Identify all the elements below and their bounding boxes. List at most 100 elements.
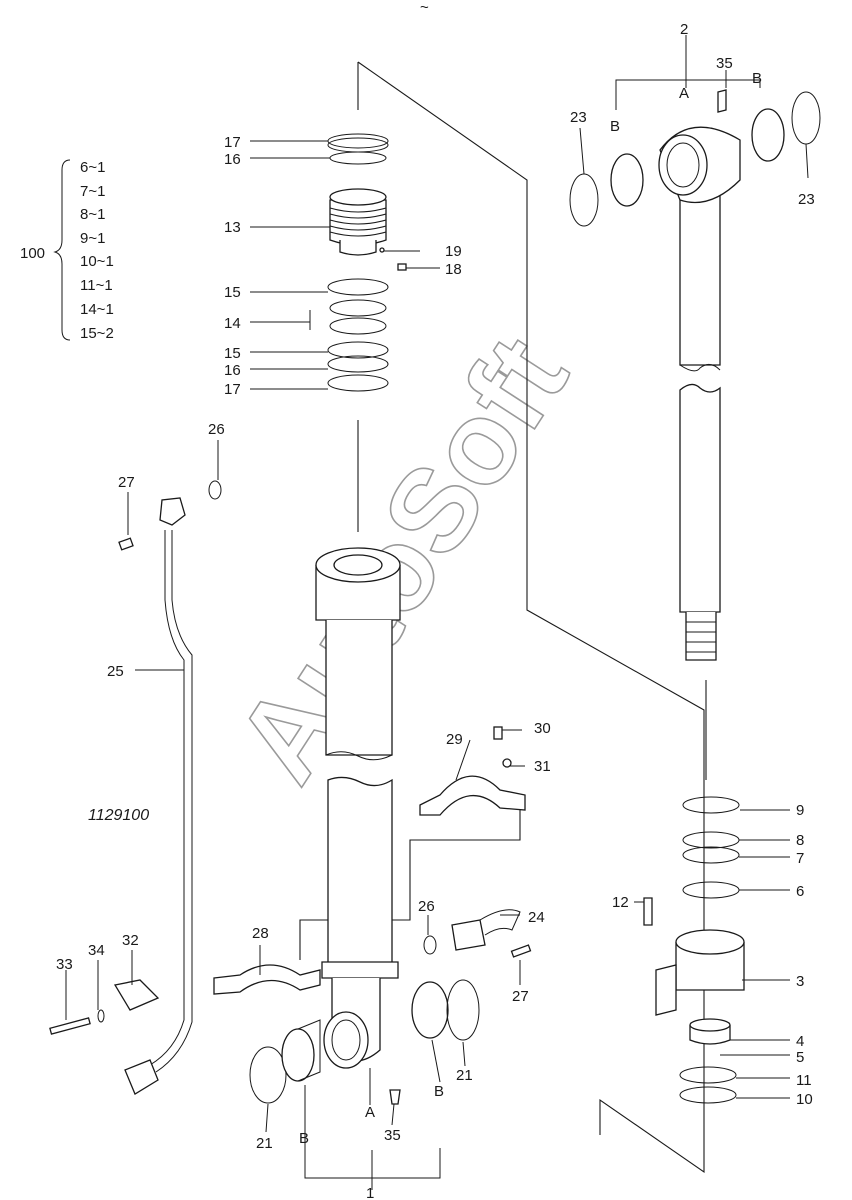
tube-bore [333,554,383,576]
bushing-B-upper-left [610,153,644,207]
pipe-clamp-top [159,497,186,526]
label-B: B [610,118,620,135]
bushing-4-top [689,1018,731,1032]
bolt-12 [643,897,653,926]
washer-34 [97,1009,105,1023]
label-26: 26 [418,898,435,915]
ring-6 [682,881,740,899]
label-9: 9 [796,802,804,819]
label-16: 16 [224,362,241,379]
label-13: 13 [224,219,241,236]
label-17: 17 [224,381,241,398]
oring-26-top [208,480,222,500]
piston-grooves [329,207,387,237]
label-15: 15 [224,284,241,301]
ring-15-bottom [327,341,389,359]
bushing-B-left [281,1028,315,1082]
label-14: 14 [224,315,241,332]
label-31: 31 [534,758,551,775]
label-29: 29 [446,731,463,748]
label-A: A [365,1104,375,1121]
pipe-fitting-bottom [124,1059,159,1095]
flange-24-pipe [479,909,521,936]
ring-16-bottom [327,355,389,373]
lower-bushings [249,979,480,1104]
band-28 [213,964,321,995]
label-23: 23 [798,191,815,208]
pipe-25 [149,530,185,1066]
label-32: 32 [122,932,139,949]
bushing-B-right [411,981,449,1039]
label-3: 3 [796,973,804,990]
label-8: 8 [796,832,804,849]
label-1: 1 [366,1185,374,1200]
top-mark: ~ [420,0,429,16]
tube-collar [321,961,399,979]
ring-11 [679,1066,737,1084]
kit-list: 100 6~1 7~1 8~1 9~1 10~1 11~1 14~1 15~2 [20,159,114,342]
seal-21-right [446,979,480,1041]
cylinder-tube [315,547,401,1105]
ring-15-top [327,278,389,296]
kit-brace [53,159,71,341]
foot-eye-bore [331,1019,361,1061]
bushing-B-upper-right [751,108,785,162]
band-29 [419,775,526,816]
label-21: 21 [456,1067,473,1084]
label-A: A [679,85,689,102]
label-17: 17 [224,134,241,151]
assembly-axis-line [357,61,705,1174]
kit-item: 6~1 [80,159,105,176]
label-25: 25 [107,663,124,680]
label-5: 5 [796,1049,804,1066]
rod-thread [685,612,717,661]
label-18: 18 [445,261,462,278]
grease-nipple-35-upper [717,89,727,113]
seal-21-left [249,1046,287,1104]
grease-nipple-35-lower [389,1089,401,1105]
label-B: B [752,70,762,87]
kit-item: 9~1 [80,230,105,247]
head-flange [655,964,677,1016]
kit-item: 8~1 [80,206,105,223]
label-19: 19 [445,243,462,260]
kit-item: 11~1 [80,277,113,294]
kit-item: 10~1 [80,253,114,270]
kit-item: 15~2 [80,325,114,342]
label-23: 23 [570,109,587,126]
ring-14-a [329,299,387,317]
ring-9 [682,796,740,814]
label-24: 24 [528,909,545,926]
label-34: 34 [88,942,105,959]
label-27: 27 [118,474,135,491]
rod-thread-lines [686,621,716,653]
tube-lower [327,776,393,971]
kit-number: 100 [20,245,45,262]
label-16: 16 [224,151,241,168]
label-33: 33 [56,956,73,973]
label-12: 12 [612,894,629,911]
head-top [675,929,745,955]
piston-top [329,188,387,206]
clamp-32 [113,979,160,1011]
ring-14-b [329,317,387,335]
ring-16-top [329,151,387,165]
label-B: B [434,1083,444,1100]
label-27: 27 [512,988,529,1005]
ring-17-top-edge [327,137,389,153]
washer-31 [502,758,512,768]
leader-lines [65,35,809,1190]
rod-eye-face [658,134,708,196]
bolt-27-top [118,537,134,551]
drawing-code: 1129100 [88,807,149,824]
bolt-30 [493,726,503,740]
bolt-27-bottom [510,944,532,958]
pipe-25-edge [155,530,193,1073]
label-B: B [299,1130,309,1147]
piston-stack [327,133,407,392]
foot-eye [323,1011,369,1069]
label-26: 26 [208,421,225,438]
label-11: 11 [796,1072,812,1089]
cylinder-head [643,796,745,1104]
